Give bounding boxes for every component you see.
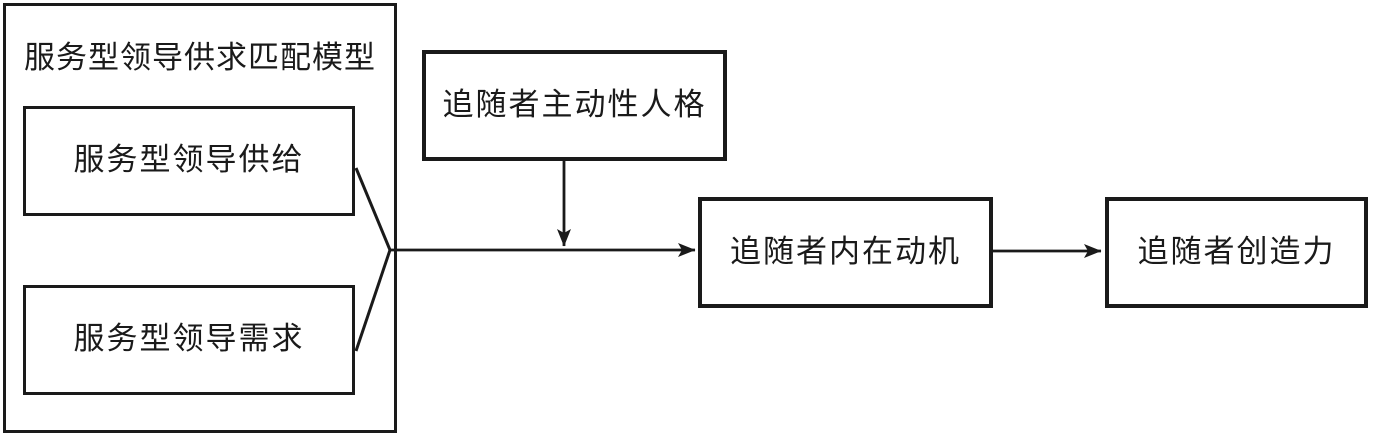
node-follower-proactive-personality: 追随者主动性人格 (422, 50, 727, 161)
node-label-supply: 服务型领导供给 (73, 142, 305, 179)
node-label-moderator: 追随者主动性人格 (442, 86, 707, 123)
node-follower-intrinsic-motivation: 追随者内在动机 (698, 197, 993, 308)
node-follower-creativity: 追随者创造力 (1105, 197, 1368, 308)
node-servant-leadership-demand: 服务型领导需求 (23, 285, 355, 395)
node-label-demand: 服务型领导需求 (73, 321, 305, 358)
model-group-title: 服务型领导供求匹配模型 (24, 40, 376, 76)
node-label-mediator: 追随者内在动机 (730, 233, 961, 270)
model-group-box (3, 3, 397, 433)
node-servant-leadership-supply: 服务型领导供给 (23, 106, 355, 216)
node-label-outcome: 追随者创造力 (1137, 233, 1336, 270)
